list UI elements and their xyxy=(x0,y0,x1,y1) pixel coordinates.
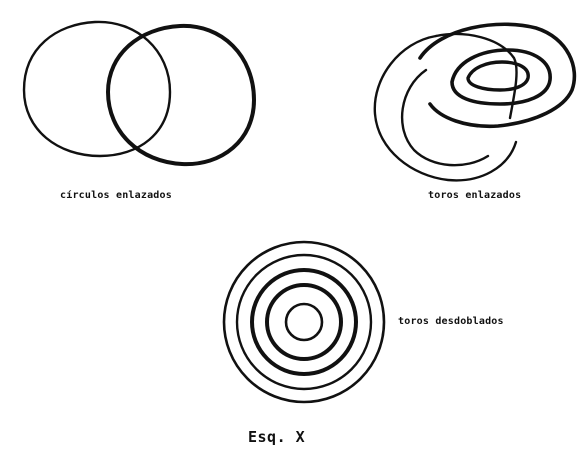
linked-circles-label: círculos enlazados xyxy=(60,190,172,201)
right-circle xyxy=(108,26,254,164)
ring-5 xyxy=(286,304,322,340)
split-tori-drawing xyxy=(224,242,384,402)
ring-4 xyxy=(267,285,341,359)
figure-caption: Esq. X xyxy=(248,428,305,446)
left-circle xyxy=(24,22,170,156)
left-torus-outer xyxy=(375,36,516,180)
ring-1 xyxy=(224,242,384,402)
linked-tori-drawing xyxy=(375,24,575,180)
ring-2 xyxy=(237,255,371,389)
split-tori-label: toros desdoblados xyxy=(398,316,504,327)
right-torus-core xyxy=(468,62,528,90)
linked-circles-drawing xyxy=(24,22,254,164)
linked-tori-label: toros enlazados xyxy=(428,190,521,201)
